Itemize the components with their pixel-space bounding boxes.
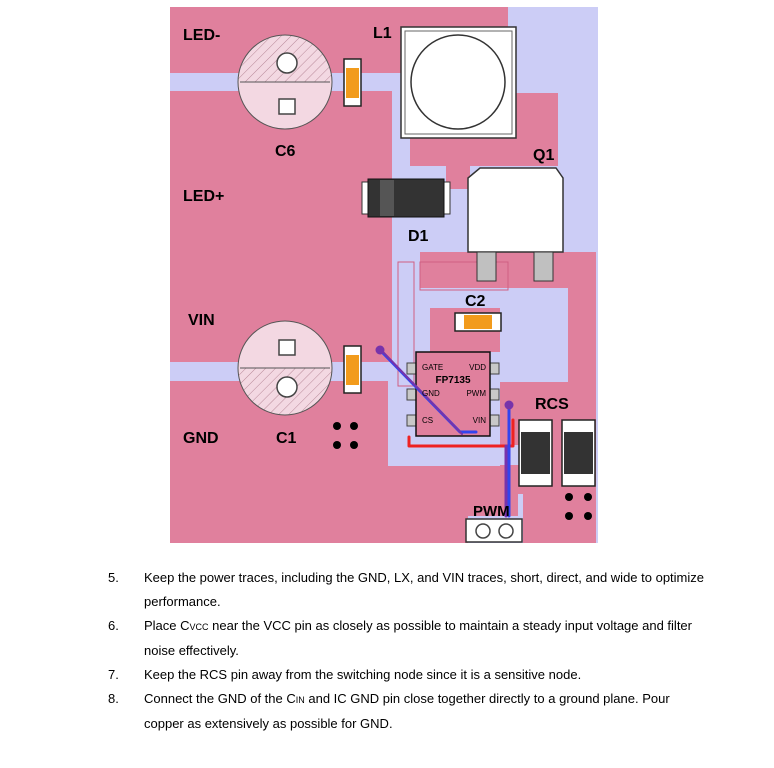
guideline-text: Keep the power traces, including the GND… bbox=[144, 570, 705, 609]
guideline-text-post: near the VCC pin as closely as possible … bbox=[144, 618, 692, 658]
label-pwm: PWM bbox=[473, 503, 510, 520]
smd-capacitor-near-c6 bbox=[343, 58, 362, 107]
pcb-layout-diagram: GATE VDD FP7135 GND PWM CS VIN LED- LED+… bbox=[170, 7, 598, 543]
capacitor-c1 bbox=[237, 320, 333, 416]
guideline-number: 7. bbox=[108, 667, 119, 682]
guideline-subscript: IN bbox=[295, 695, 305, 705]
label-gnd: GND bbox=[183, 430, 219, 447]
copper-outlines bbox=[397, 261, 509, 387]
guideline-number: 8. bbox=[108, 691, 119, 706]
ic-pin-vdd: VDD bbox=[469, 363, 486, 372]
via-dots bbox=[333, 422, 592, 520]
ic-pin-cs: CS bbox=[422, 416, 433, 425]
inductor-l1 bbox=[400, 26, 517, 139]
guideline-text-post: and IC GND pin close together directly t… bbox=[144, 691, 670, 731]
label-led-minus: LED- bbox=[183, 27, 220, 44]
guideline-text-pre: Connect the GND of the C bbox=[144, 691, 296, 706]
guideline-item: 6. Place CVCC near the VCC pin as closel… bbox=[108, 614, 708, 663]
guideline-item: 7. Keep the RCS pin away from the switch… bbox=[108, 663, 708, 687]
guideline-item: 8. Connect the GND of the CIN and IC GND… bbox=[108, 687, 708, 736]
transistor-q1 bbox=[467, 167, 564, 282]
label-rcs: RCS bbox=[535, 396, 569, 413]
guideline-item: 5. Keep the power traces, including the … bbox=[108, 566, 708, 614]
pwm-connector bbox=[465, 518, 523, 543]
label-led-plus: LED+ bbox=[183, 188, 224, 205]
guideline-text-pre: Place C bbox=[144, 618, 190, 633]
label-c1: C1 bbox=[276, 430, 297, 447]
ic-pin-gnd: GND bbox=[422, 389, 440, 398]
traces bbox=[375, 345, 515, 518]
resistor-rcs-right bbox=[561, 419, 596, 487]
label-vin: VIN bbox=[188, 312, 215, 329]
board-voids bbox=[392, 262, 522, 465]
guideline-text: Keep the RCS pin away from the switching… bbox=[144, 667, 582, 682]
resistor-rcs-left bbox=[518, 419, 553, 487]
label-c6: C6 bbox=[275, 143, 296, 160]
guideline-number: 5. bbox=[108, 570, 119, 585]
ic-pin-vin: VIN bbox=[473, 416, 487, 425]
capacitor-c6 bbox=[237, 34, 333, 130]
label-d1: D1 bbox=[408, 228, 429, 245]
smd-capacitor-c2 bbox=[454, 312, 502, 332]
ic-pin-gate: GATE bbox=[422, 363, 443, 372]
smd-capacitor-near-c1 bbox=[343, 345, 362, 394]
label-c2: C2 bbox=[465, 293, 486, 310]
diode-d1 bbox=[361, 178, 451, 218]
ic-name: FP7135 bbox=[435, 375, 470, 386]
guideline-number: 6. bbox=[108, 618, 119, 633]
ic-fp7135 bbox=[406, 351, 500, 437]
ic-pin-pwm: PWM bbox=[466, 389, 486, 398]
layout-guidelines-list: 5. Keep the power traces, including the … bbox=[108, 566, 708, 736]
guideline-subscript: VCC bbox=[189, 622, 209, 632]
label-q1: Q1 bbox=[533, 147, 554, 164]
label-l1: L1 bbox=[373, 25, 392, 42]
